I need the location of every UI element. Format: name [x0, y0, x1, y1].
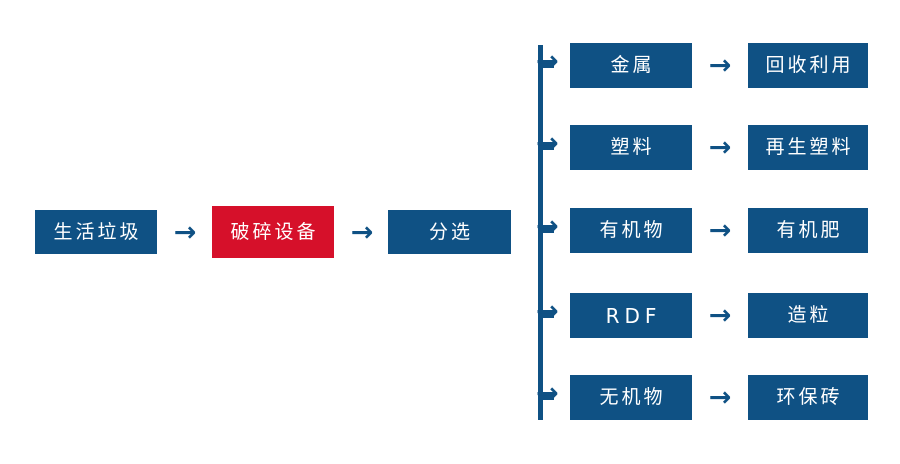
branch-flow-arrow-icon-1: → — [708, 49, 732, 81]
branch-flow-arrow-icon-2: → — [708, 131, 732, 163]
branch-flow-arrow-icon-4: → — [708, 299, 732, 331]
branch-arrow-icon-4: → — [536, 296, 559, 327]
branch-product-pelletizing[interactable]: 造粒 — [748, 293, 868, 338]
branch-source-inorganic-matter[interactable]: 无机物 — [570, 375, 692, 420]
branch-product-eco-brick[interactable]: 环保砖 — [748, 375, 868, 420]
branch-product-recycling[interactable]: 回收利用 — [748, 43, 868, 88]
branch-flow-arrow-icon-5: → — [708, 381, 732, 413]
branch-arrow-icon-2: → — [536, 128, 559, 159]
branch-stub-3 — [538, 228, 554, 233]
branch-source-organic-matter[interactable]: 有机物 — [570, 208, 692, 253]
branch-source-rdf[interactable]: RDF — [570, 293, 692, 338]
branch-arrow-icon-1: → — [536, 46, 559, 77]
branch-flow-arrow-icon-3: → — [708, 214, 732, 246]
branch-stub-5 — [538, 395, 554, 400]
branch-stub-2 — [538, 145, 554, 150]
flow-arrow-icon-2: → — [350, 216, 374, 248]
flow-arrow-icon-1: → — [173, 216, 197, 248]
branch-source-metal[interactable]: 金属 — [570, 43, 692, 88]
process-node-domestic-waste[interactable]: 生活垃圾 — [35, 210, 157, 254]
branch-arrow-icon-5: → — [536, 378, 559, 409]
branch-arrow-icon-3: → — [536, 211, 559, 242]
branch-source-plastic[interactable]: 塑料 — [570, 125, 692, 170]
branch-stub-4 — [538, 313, 554, 318]
process-node-sorting[interactable]: 分选 — [388, 210, 511, 254]
branch-product-organic-fertilizer[interactable]: 有机肥 — [748, 208, 868, 253]
branch-product-recycled-plastic[interactable]: 再生塑料 — [748, 125, 868, 170]
process-node-crushing-equipment[interactable]: 破碎设备 — [212, 206, 334, 258]
branch-stub-1 — [538, 63, 554, 68]
